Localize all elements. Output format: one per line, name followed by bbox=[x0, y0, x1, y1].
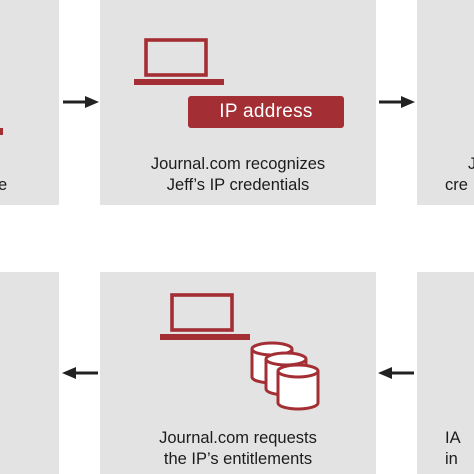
arrow-right-icon bbox=[379, 96, 415, 108]
ip-address-badge: IP address bbox=[188, 96, 344, 128]
partial-caption-left-top: e bbox=[0, 176, 8, 194]
arrow-right-icon bbox=[63, 96, 99, 108]
partial-caption-right-top-line1: J bbox=[468, 155, 474, 173]
laptop-icon bbox=[160, 293, 250, 340]
arrow-left-icon bbox=[378, 367, 414, 379]
request-caption-line2: the IP’s entitlements bbox=[163, 450, 313, 468]
step-panel-left-top bbox=[0, 0, 59, 205]
partial-caption-right-bottom: IA in bbox=[443, 428, 461, 470]
database-icon bbox=[250, 341, 320, 411]
request-caption-line1: Journal.com requests bbox=[159, 429, 317, 447]
partial-caption-right-top: J cre bbox=[443, 154, 474, 196]
recognize-caption: Journal.com recognizes Jeff’s IP credent… bbox=[100, 154, 376, 196]
request-caption: Journal.com requests the IP’s entitlemen… bbox=[100, 428, 376, 470]
partial-caption-right-top-line2: cre bbox=[445, 176, 468, 194]
partial-caption-right-bottom-line1: IA bbox=[445, 429, 461, 447]
arrow-left-icon bbox=[62, 367, 98, 379]
partial-accent-mark bbox=[0, 128, 3, 135]
step-panel-left-bottom bbox=[0, 272, 59, 474]
partial-caption-right-bottom-line2: in bbox=[445, 450, 458, 468]
step-panel-right-top bbox=[417, 0, 474, 205]
recognize-caption-line1: Journal.com recognizes bbox=[150, 155, 326, 173]
laptop-icon bbox=[134, 38, 224, 85]
step-panel-request bbox=[100, 272, 376, 474]
step-panel-right-bottom bbox=[417, 272, 474, 474]
recognize-caption-line2: Jeff’s IP credentials bbox=[166, 176, 310, 194]
